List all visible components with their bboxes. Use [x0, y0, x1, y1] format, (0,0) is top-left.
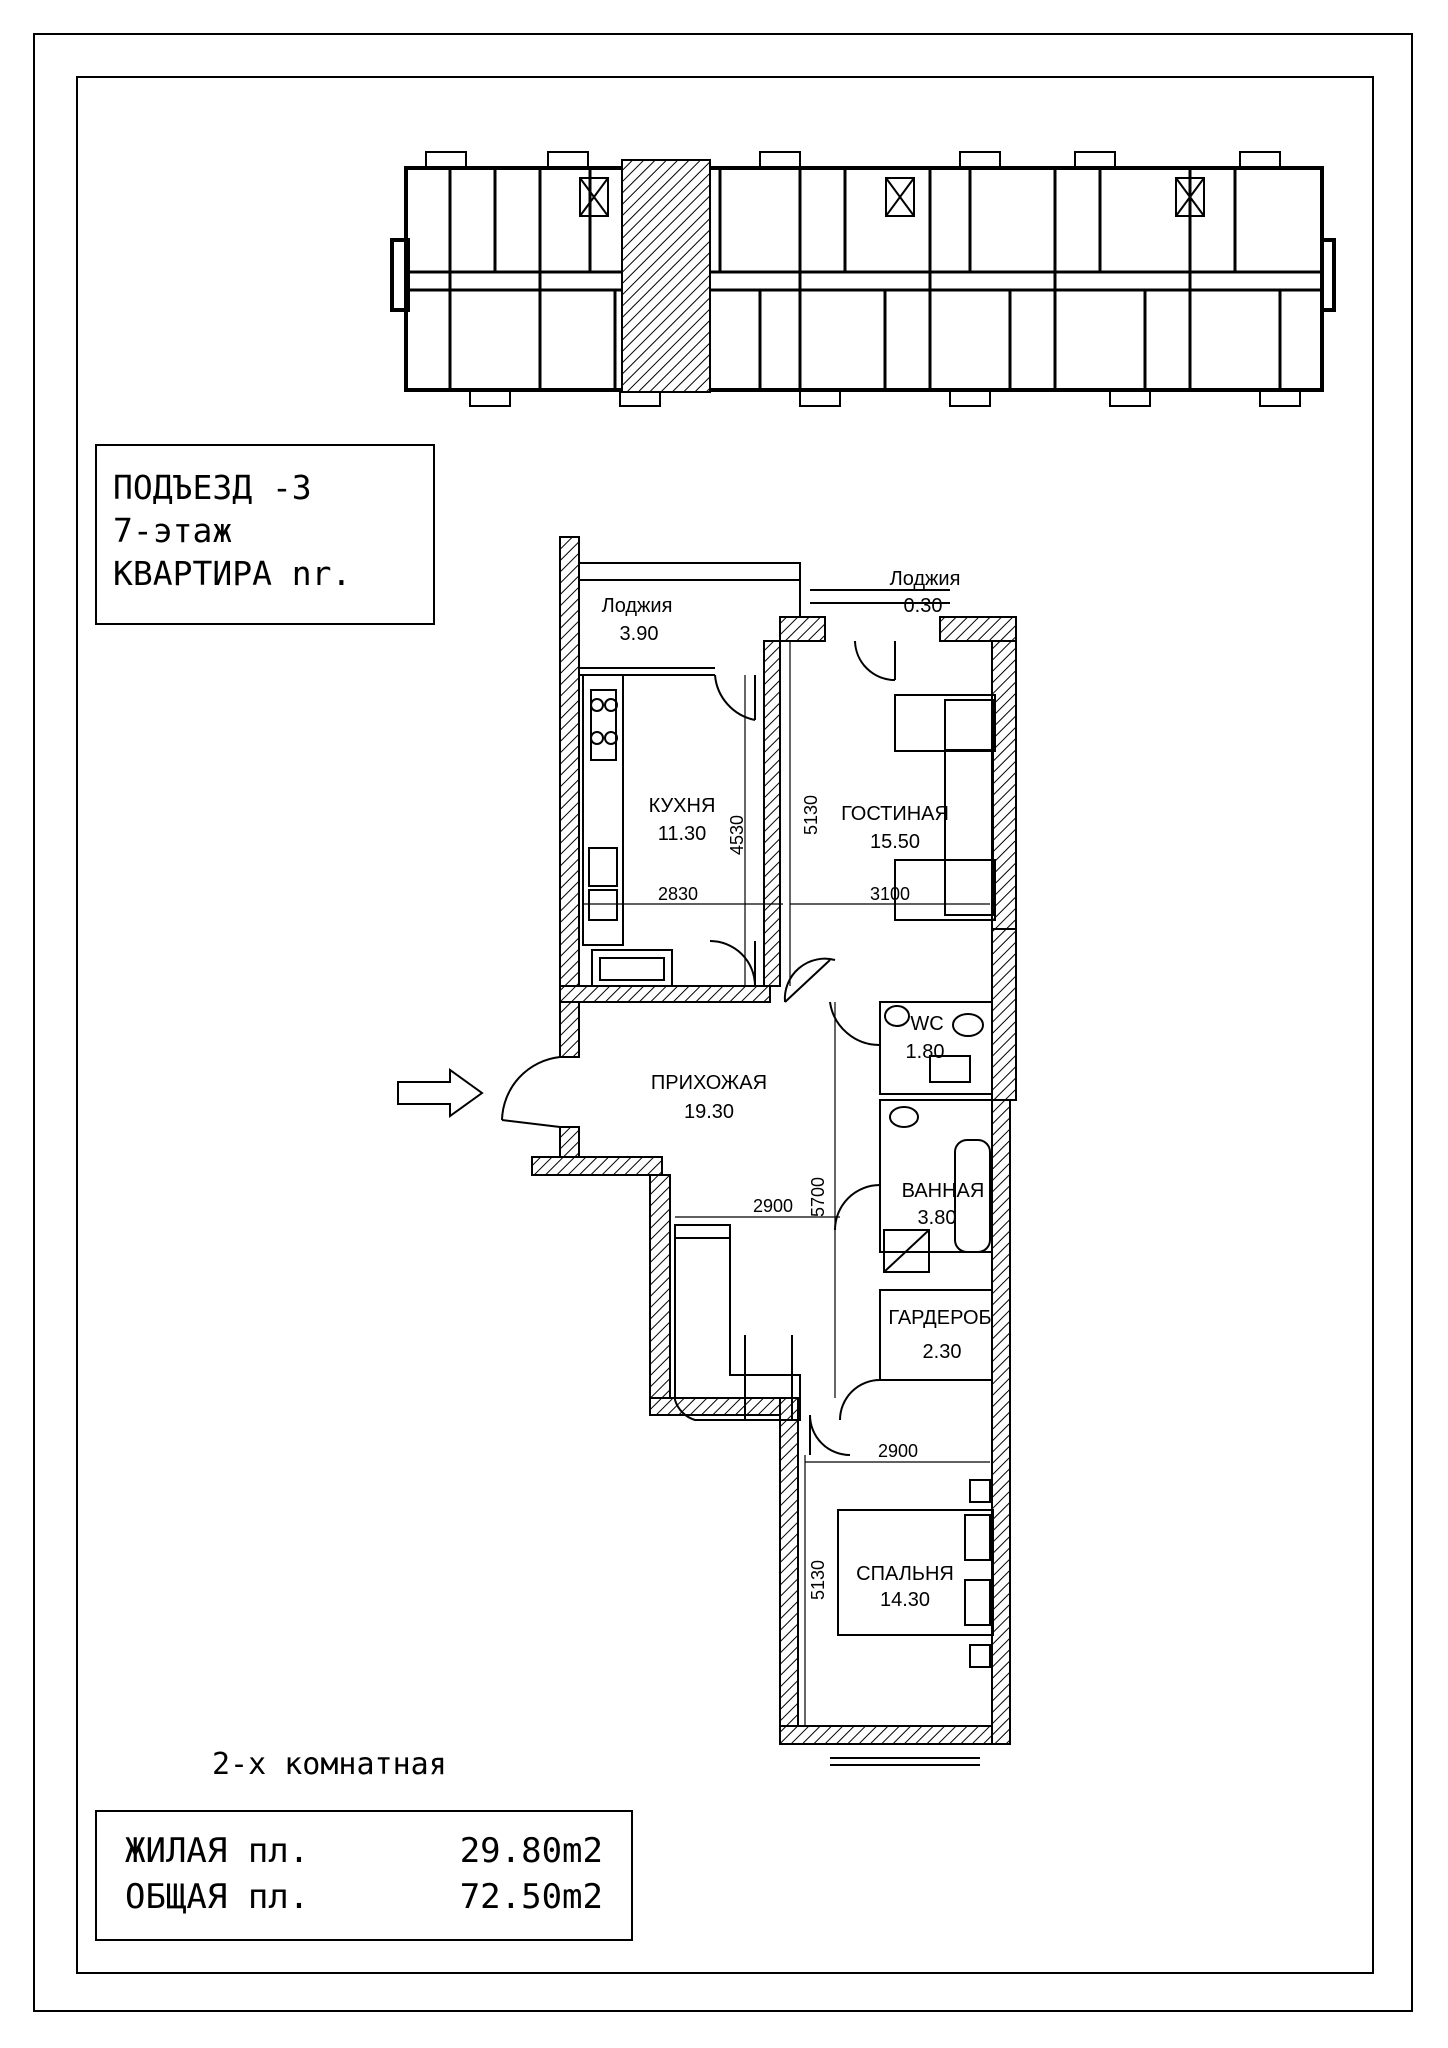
apartment-info-box: ПОДЪЕЗД -3 7-этаж КВАРТИРА nr.: [95, 444, 435, 625]
wardrobe-area: 2.30: [923, 1341, 962, 1363]
living-area-row: ЖИЛАЯ пл. 29.80m2: [125, 1828, 603, 1874]
dim-kitchen-width: 2830: [658, 884, 698, 904]
entrance-label: ПОДЪЕЗД -3: [113, 468, 312, 507]
wc-area: 1.80: [906, 1041, 945, 1063]
floor-label: 7-этаж: [113, 511, 233, 550]
loggia2-name: Лоджия: [890, 568, 961, 590]
wc-name: WC: [910, 1013, 943, 1035]
key-plan: [390, 151, 1336, 407]
bedroom-area: 14.30: [880, 1589, 930, 1611]
inner-frame: [76, 76, 1374, 1974]
loggia1-name: Лоджия: [602, 595, 673, 617]
kitchen-name: КУХНЯ: [649, 795, 716, 817]
interior-lines: [397, 562, 996, 1766]
living-area: 15.50: [870, 831, 920, 853]
living-name: ГОСТИНАЯ: [841, 803, 949, 825]
dim-hall-height: 5700: [808, 1177, 828, 1217]
dim-living-height: 5130: [801, 795, 821, 835]
area-summary-box: ЖИЛАЯ пл. 29.80m2 ОБЩАЯ пл. 72.50m2: [95, 1810, 633, 1941]
bedroom-name: СПАЛЬНЯ: [856, 1563, 954, 1585]
dim-kitchen-height: 4530: [727, 815, 747, 855]
dim-bedroom-height: 5130: [808, 1560, 828, 1600]
total-area-label: ОБЩАЯ пл.: [125, 1877, 310, 1917]
apartment-label: КВАРТИРА nr.: [113, 554, 352, 593]
wardrobe-name: ГАРДЕРОБ: [888, 1307, 991, 1329]
loggia2-area: 0.30: [904, 595, 943, 617]
hall-area: 19.30: [684, 1101, 734, 1123]
hall-name: ПРИХОЖАЯ: [651, 1072, 767, 1094]
total-area-value: 72.50m2: [459, 1877, 603, 1917]
apartment-type: 2-х комнатная: [212, 1747, 447, 1782]
bath-area: 3.80: [918, 1207, 957, 1229]
bath-name: ВАННАЯ: [902, 1180, 985, 1202]
dim-bedroom-width: 2900: [878, 1441, 918, 1461]
total-area-row: ОБЩАЯ пл. 72.50m2: [125, 1874, 603, 1920]
living-area-value: 29.80m2: [459, 1831, 603, 1871]
kitchen-area: 11.30: [658, 823, 707, 845]
dimension-lines: [583, 641, 990, 1726]
apartment-walls: [531, 536, 1017, 1745]
living-area-label: ЖИЛАЯ пл.: [125, 1831, 310, 1871]
outer-frame: [33, 33, 1413, 2012]
loggia1-area: 3.90: [620, 623, 659, 645]
dim-hall-width: 2900: [753, 1196, 793, 1216]
key-plan-highlighted-apartment: [621, 159, 711, 393]
dim-living-width: 3100: [870, 884, 910, 904]
